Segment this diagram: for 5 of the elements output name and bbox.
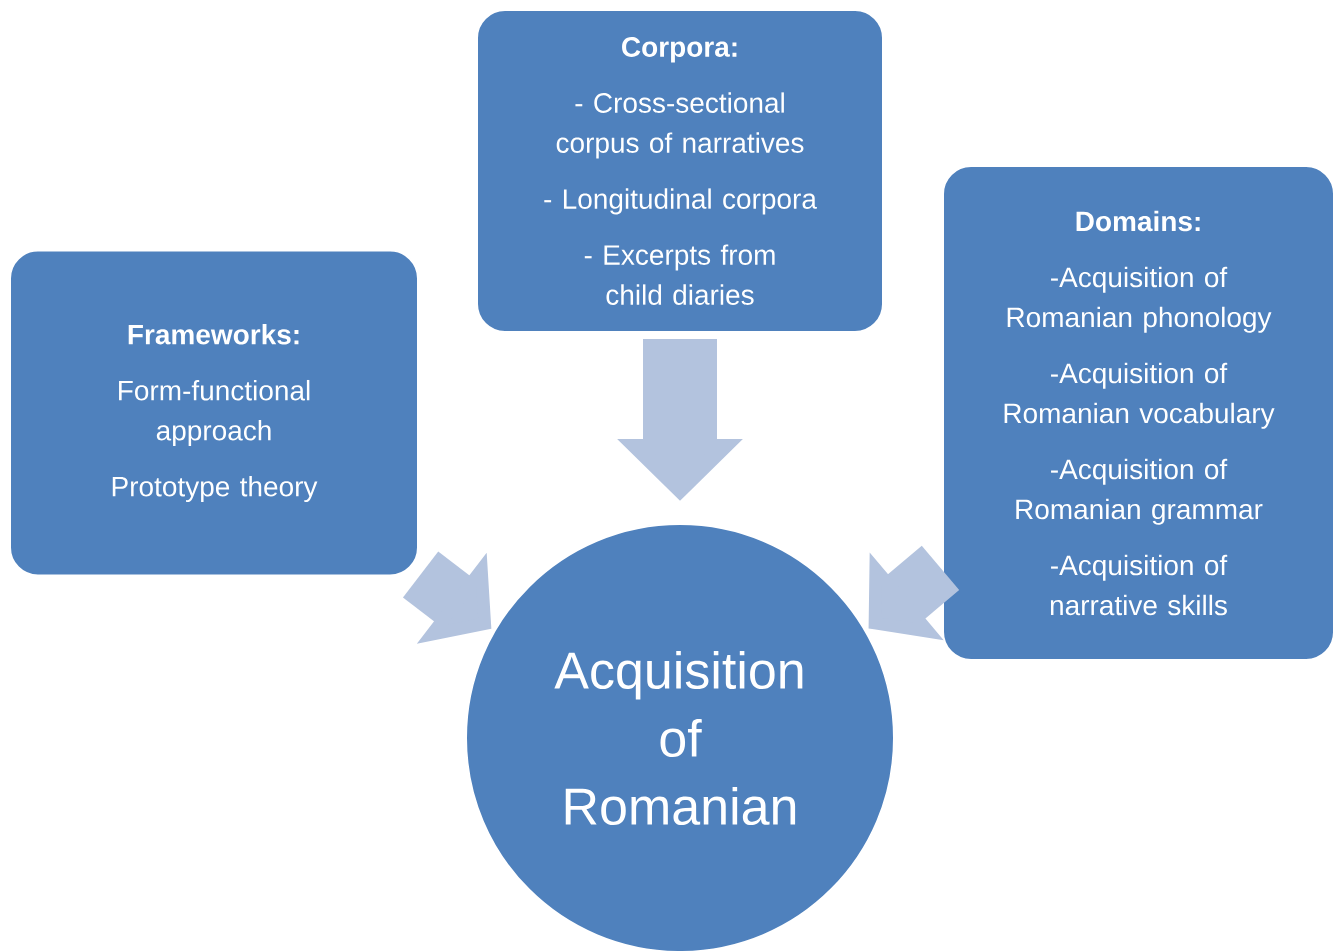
text-box: Frameworks: Form-functional approach Prototype theory bbox=[9, 249, 419, 577]
block-arrow bbox=[868, 545, 960, 641]
circle-node: Acquisition of Romanian bbox=[465, 523, 895, 951]
text-box: Domains: -Acquisition of Romanian phonology -Acquisition of Romanian vocabulary -Acquisition of Romanian grammar -Acquisition of narrative skills bbox=[942, 165, 1335, 661]
text-box: Corpora: - Cross-sectional corpus of narratives - Longitudinal corpora - Excerpts from child diaries bbox=[476, 9, 884, 333]
